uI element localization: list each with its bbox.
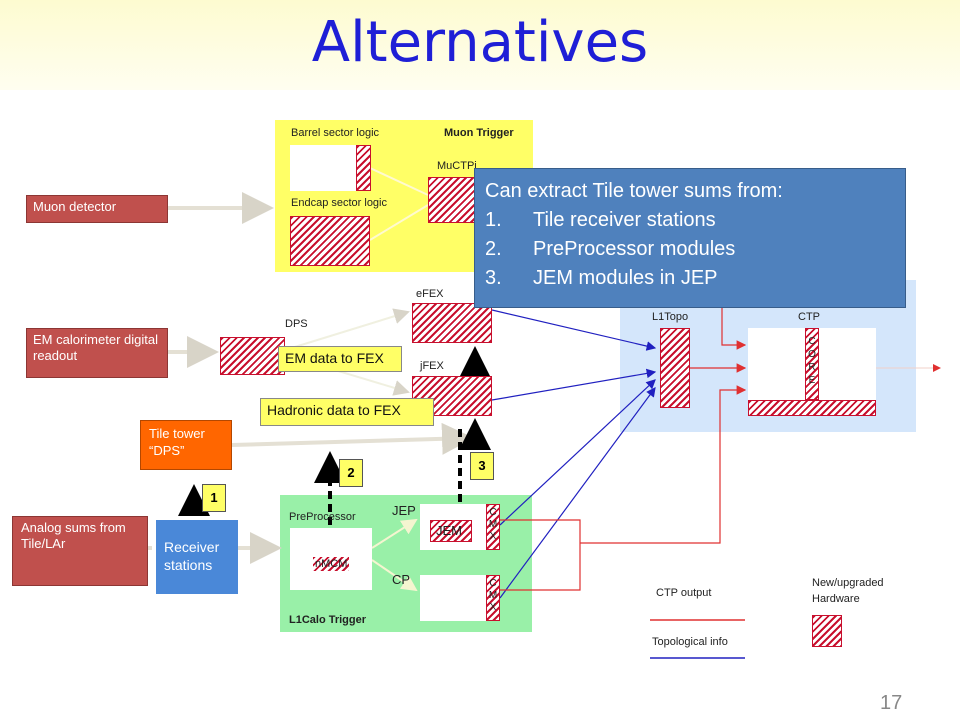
number-3: 3 [470, 452, 494, 480]
legend-new-hw: New/upgraded Hardware [812, 577, 884, 605]
dps-label: DPS [285, 318, 308, 330]
l1calo-ctp-line [580, 385, 747, 544]
had-to-fex-label: Hadronic data to FEX [260, 398, 434, 426]
cmx-jep-m: M [488, 519, 498, 530]
cmx-cp-m: M [488, 590, 498, 601]
jep-topo-line [499, 379, 656, 526]
core-e: E [808, 375, 816, 386]
cmx-cp-hw: C M X [486, 575, 500, 621]
legend-topo-info: Topological info [652, 636, 728, 648]
muctpi-label: MuCTPi [437, 160, 477, 172]
pp-to-cp [371, 559, 418, 592]
em-calorimeter-box: EM calorimeter digital readout [26, 328, 168, 378]
callout-list: 1.Tile receiver stations 2.PreProcessor … [485, 206, 895, 293]
analog-sums-box: Analog sums from Tile/LAr [12, 516, 148, 586]
tile-tower-arrow [231, 422, 474, 455]
tile-tower-box: Tile tower “DPS” [140, 420, 232, 470]
pp-to-jep [371, 518, 418, 549]
legend-hw-swatch [812, 615, 842, 647]
efex-hw [412, 303, 492, 343]
ctp-label: CTP [798, 311, 820, 323]
callout-heading: Can extract Tile tower sums from: [485, 180, 783, 202]
jep-label: JEP [392, 503, 416, 518]
efex-label: eFEX [416, 288, 444, 300]
receiver-stations-box: Receiver stations [156, 520, 238, 594]
efex-topo-line [491, 309, 657, 351]
l1calo-title: L1Calo Trigger [289, 614, 367, 626]
nmcm-label: nMCM [313, 557, 350, 571]
core-c: C [808, 336, 816, 347]
cmx-cp-c: C [489, 578, 497, 589]
jfex-label: jFEX [420, 360, 444, 372]
barrel-to-muctpi [369, 167, 429, 196]
core-hw: C O R E [805, 328, 819, 400]
jfex-topo-line [491, 368, 657, 401]
endcap-label: Endcap sector logic [291, 197, 387, 209]
title-band [0, 0, 960, 90]
endcap-hw [290, 216, 370, 266]
legend-ctp-output: CTP output [656, 587, 712, 599]
callout-item: 2.PreProcessor modules [485, 238, 736, 260]
core-r: R [808, 362, 816, 373]
jem-label: JEM [436, 523, 462, 538]
preprocessor-label: PreProcessor [289, 511, 356, 523]
callout-item: 1.Tile receiver stations [485, 209, 716, 231]
barrel-box [290, 145, 360, 191]
number-1: 1 [202, 484, 226, 512]
endcap-to-muctpi [369, 204, 429, 241]
cmx-cp-x: X [489, 602, 497, 613]
dps-to-efex [284, 308, 410, 351]
jem-hw [430, 520, 472, 542]
cmx-jep-c: C [489, 507, 497, 518]
cp-label: CP [392, 572, 411, 587]
muon-ctp-line [721, 305, 747, 350]
cmx-jep-x: X [489, 531, 497, 542]
muon-trigger-title: Muon Trigger [444, 127, 514, 139]
ctp-base-hw [748, 400, 876, 416]
page-number: 17 [880, 692, 903, 714]
callout-item: 3.JEM modules in JEP [485, 267, 718, 289]
l1topo-label: L1Topo [652, 311, 689, 323]
l1topo-hw [660, 328, 690, 408]
cp-topo-line [499, 387, 656, 599]
cmx-jep-hw: C M X [486, 504, 500, 550]
barrel-hw [356, 145, 371, 191]
em-to-fex-label: EM data to FEX [278, 346, 402, 372]
page-title: Alternatives [311, 10, 649, 75]
barrel-label: Barrel sector logic [291, 127, 380, 139]
number-2: 2 [339, 459, 363, 487]
dps-hw [220, 337, 285, 375]
muon-detector-box: Muon detector [26, 195, 168, 223]
jep-ctp-line [500, 519, 581, 543]
callout-box: Can extract Tile tower sums from: 1.Tile… [474, 168, 906, 308]
core-o: O [808, 349, 816, 360]
cp-ctp-line [500, 543, 581, 591]
muctpi-hw [428, 177, 480, 223]
